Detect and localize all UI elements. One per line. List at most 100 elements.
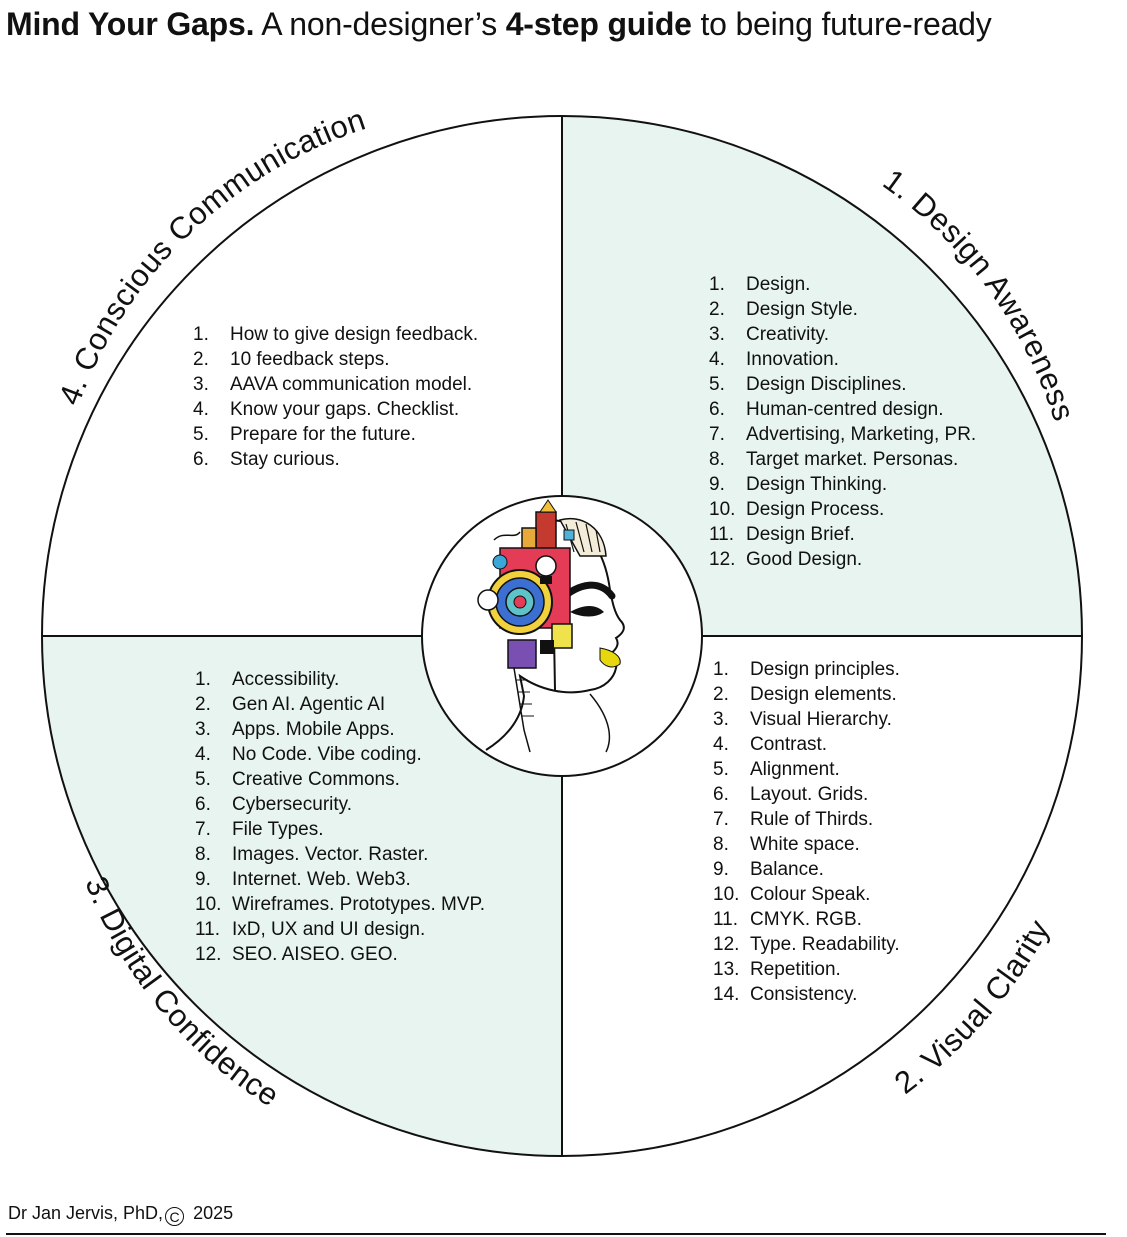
list-text: Apps. Mobile Apps. <box>232 719 395 740</box>
list-number: 12. <box>713 934 740 955</box>
list-number: 9. <box>713 859 729 880</box>
list-item: 4.Know your gaps. Checklist. <box>193 397 478 422</box>
list-text: Rule of Thirds. <box>750 809 874 830</box>
list-text: Contrast. <box>750 734 828 755</box>
list-number: 5. <box>709 374 725 395</box>
list-number: 4. <box>709 349 725 370</box>
list-text: Prepare for the future. <box>230 424 416 445</box>
list-item: 13. Repetition. <box>713 957 900 982</box>
list-text: Design Brief. <box>746 524 855 545</box>
list-number: 3. <box>195 719 211 740</box>
list-text: 10 feedback steps. <box>230 349 390 370</box>
list-number: 3. <box>713 709 729 730</box>
list-text: Creativity. <box>746 324 830 345</box>
list-item: 4.Contrast. <box>713 732 900 757</box>
title-highlight: 4-step guide <box>505 6 692 42</box>
quadrant-1-shade <box>562 116 1082 636</box>
list-number: 10. <box>713 884 740 905</box>
quadrant-4-list: 1.How to give design feedback. 2.10 feed… <box>193 322 478 472</box>
list-number: 14. <box>713 984 740 1005</box>
list-item: 5.Design Disciplines. <box>709 372 976 397</box>
list-item: 2.Design Style. <box>709 297 976 322</box>
list-text: Stay curious. <box>230 449 340 470</box>
list-text: Gen AI. Agentic AI <box>232 694 386 715</box>
list-number: 9. <box>709 474 725 495</box>
list-number: 8. <box>713 834 729 855</box>
list-text: Innovation. <box>746 349 839 370</box>
list-item: 10. Colour Speak. <box>713 882 900 907</box>
list-text: Target market. Personas. <box>746 449 959 470</box>
list-number: 4. <box>195 744 211 765</box>
list-text: Advertising, Marketing, PR. <box>746 424 977 445</box>
list-item: 1.Accessibility. <box>195 667 485 692</box>
list-number: 6. <box>709 399 725 420</box>
list-item: 9. Design Thinking. <box>709 472 976 497</box>
list-number: 9. <box>195 869 211 890</box>
list-number: 8. <box>709 449 725 470</box>
list-text: SEO. AISEO. GEO. <box>232 944 398 965</box>
list-item: 3.Visual Hierarchy. <box>713 707 900 732</box>
list-item: 2. Design elements. <box>713 682 900 707</box>
list-item: 3. Creativity. <box>709 322 976 347</box>
page-title: Mind Your Gaps. A non-designer’s 4-step … <box>6 6 992 43</box>
list-item: 14.Consistency. <box>713 982 900 1007</box>
list-item: 9.Internet. Web. Web3. <box>195 867 485 892</box>
list-text: Design. <box>746 274 811 295</box>
list-item: 5.Alignment. <box>713 757 900 782</box>
list-number: 1. <box>709 274 725 295</box>
list-item: 9.Balance. <box>713 857 900 882</box>
list-text: Type. Readability. <box>750 934 900 955</box>
list-number: 2. <box>709 299 725 320</box>
title-part-2: A non-designer’s <box>254 6 506 42</box>
list-item: 2.Gen AI. Agentic AI <box>195 692 485 717</box>
list-text: Layout. Grids. <box>750 784 869 805</box>
list-number: 5. <box>193 424 209 445</box>
author-name: Dr Jan Jervis, PhD, <box>8 1203 164 1223</box>
list-item: 7.File Types. <box>195 817 485 842</box>
list-number: 1. <box>713 659 729 680</box>
list-text: IxD, UX and UI design. <box>232 919 426 940</box>
list-number: 13. <box>713 959 740 980</box>
list-text: Repetition. <box>750 959 841 980</box>
quadrant-1-list: 1.Design. 2.Design Style. 3.Creativity. … <box>709 272 976 572</box>
list-item: 11. IxD, UX and UI design. <box>195 917 485 942</box>
list-number: 7. <box>709 424 725 445</box>
list-text: Accessibility. <box>232 669 340 690</box>
title-main: Mind Your Gaps. <box>6 6 255 42</box>
list-item: 3. Apps. Mobile Apps. <box>195 717 485 742</box>
list-text: Design Thinking. <box>746 474 888 495</box>
list-text: AAVA communication model. <box>230 374 473 395</box>
quadrant-3-list: 1.Accessibility. 2.Gen AI. Agentic AI 3.… <box>195 667 485 967</box>
list-number: 12. <box>709 549 736 570</box>
list-item: 4. Innovation. <box>709 347 976 372</box>
list-text: Cybersecurity. <box>232 794 353 815</box>
list-item: 1.Design principles. <box>713 657 900 682</box>
list-number: 6. <box>195 794 211 815</box>
copyright-year: 2025 <box>193 1203 234 1223</box>
footer-credit: Dr Jan Jervis, PhD,C 2025 <box>8 1203 233 1226</box>
list-number: 11. <box>195 919 221 940</box>
list-number: 3. <box>709 324 725 345</box>
list-item: 5. Prepare for the future. <box>193 422 478 447</box>
list-item: 12. Type. Readability. <box>713 932 900 957</box>
list-text: Creative Commons. <box>232 769 400 790</box>
list-item: 5.Creative Commons. <box>195 767 485 792</box>
list-number: 7. <box>195 819 211 840</box>
list-item: 2.10 feedback steps. <box>193 347 478 372</box>
list-text: Alignment. <box>750 759 840 780</box>
list-number: 6. <box>193 449 209 470</box>
list-text: Design elements. <box>750 684 897 705</box>
list-number: 11. <box>713 909 739 930</box>
ai-woman-head-illustration-icon <box>477 499 625 753</box>
list-item: 1.How to give design feedback. <box>193 322 478 347</box>
list-number: 2. <box>713 684 729 705</box>
list-item: 6. Stay curious. <box>193 447 478 472</box>
list-number: 6. <box>713 784 729 805</box>
list-item: 12.SEO. AISEO. GEO. <box>195 942 485 967</box>
quadrant-3-shade <box>42 636 562 1156</box>
list-text: Colour Speak. <box>750 884 871 905</box>
list-item: 6. Human-centred design. <box>709 397 976 422</box>
list-text: Human-centred design. <box>746 399 944 420</box>
list-item: 7. Advertising, Marketing, PR. <box>709 422 976 447</box>
